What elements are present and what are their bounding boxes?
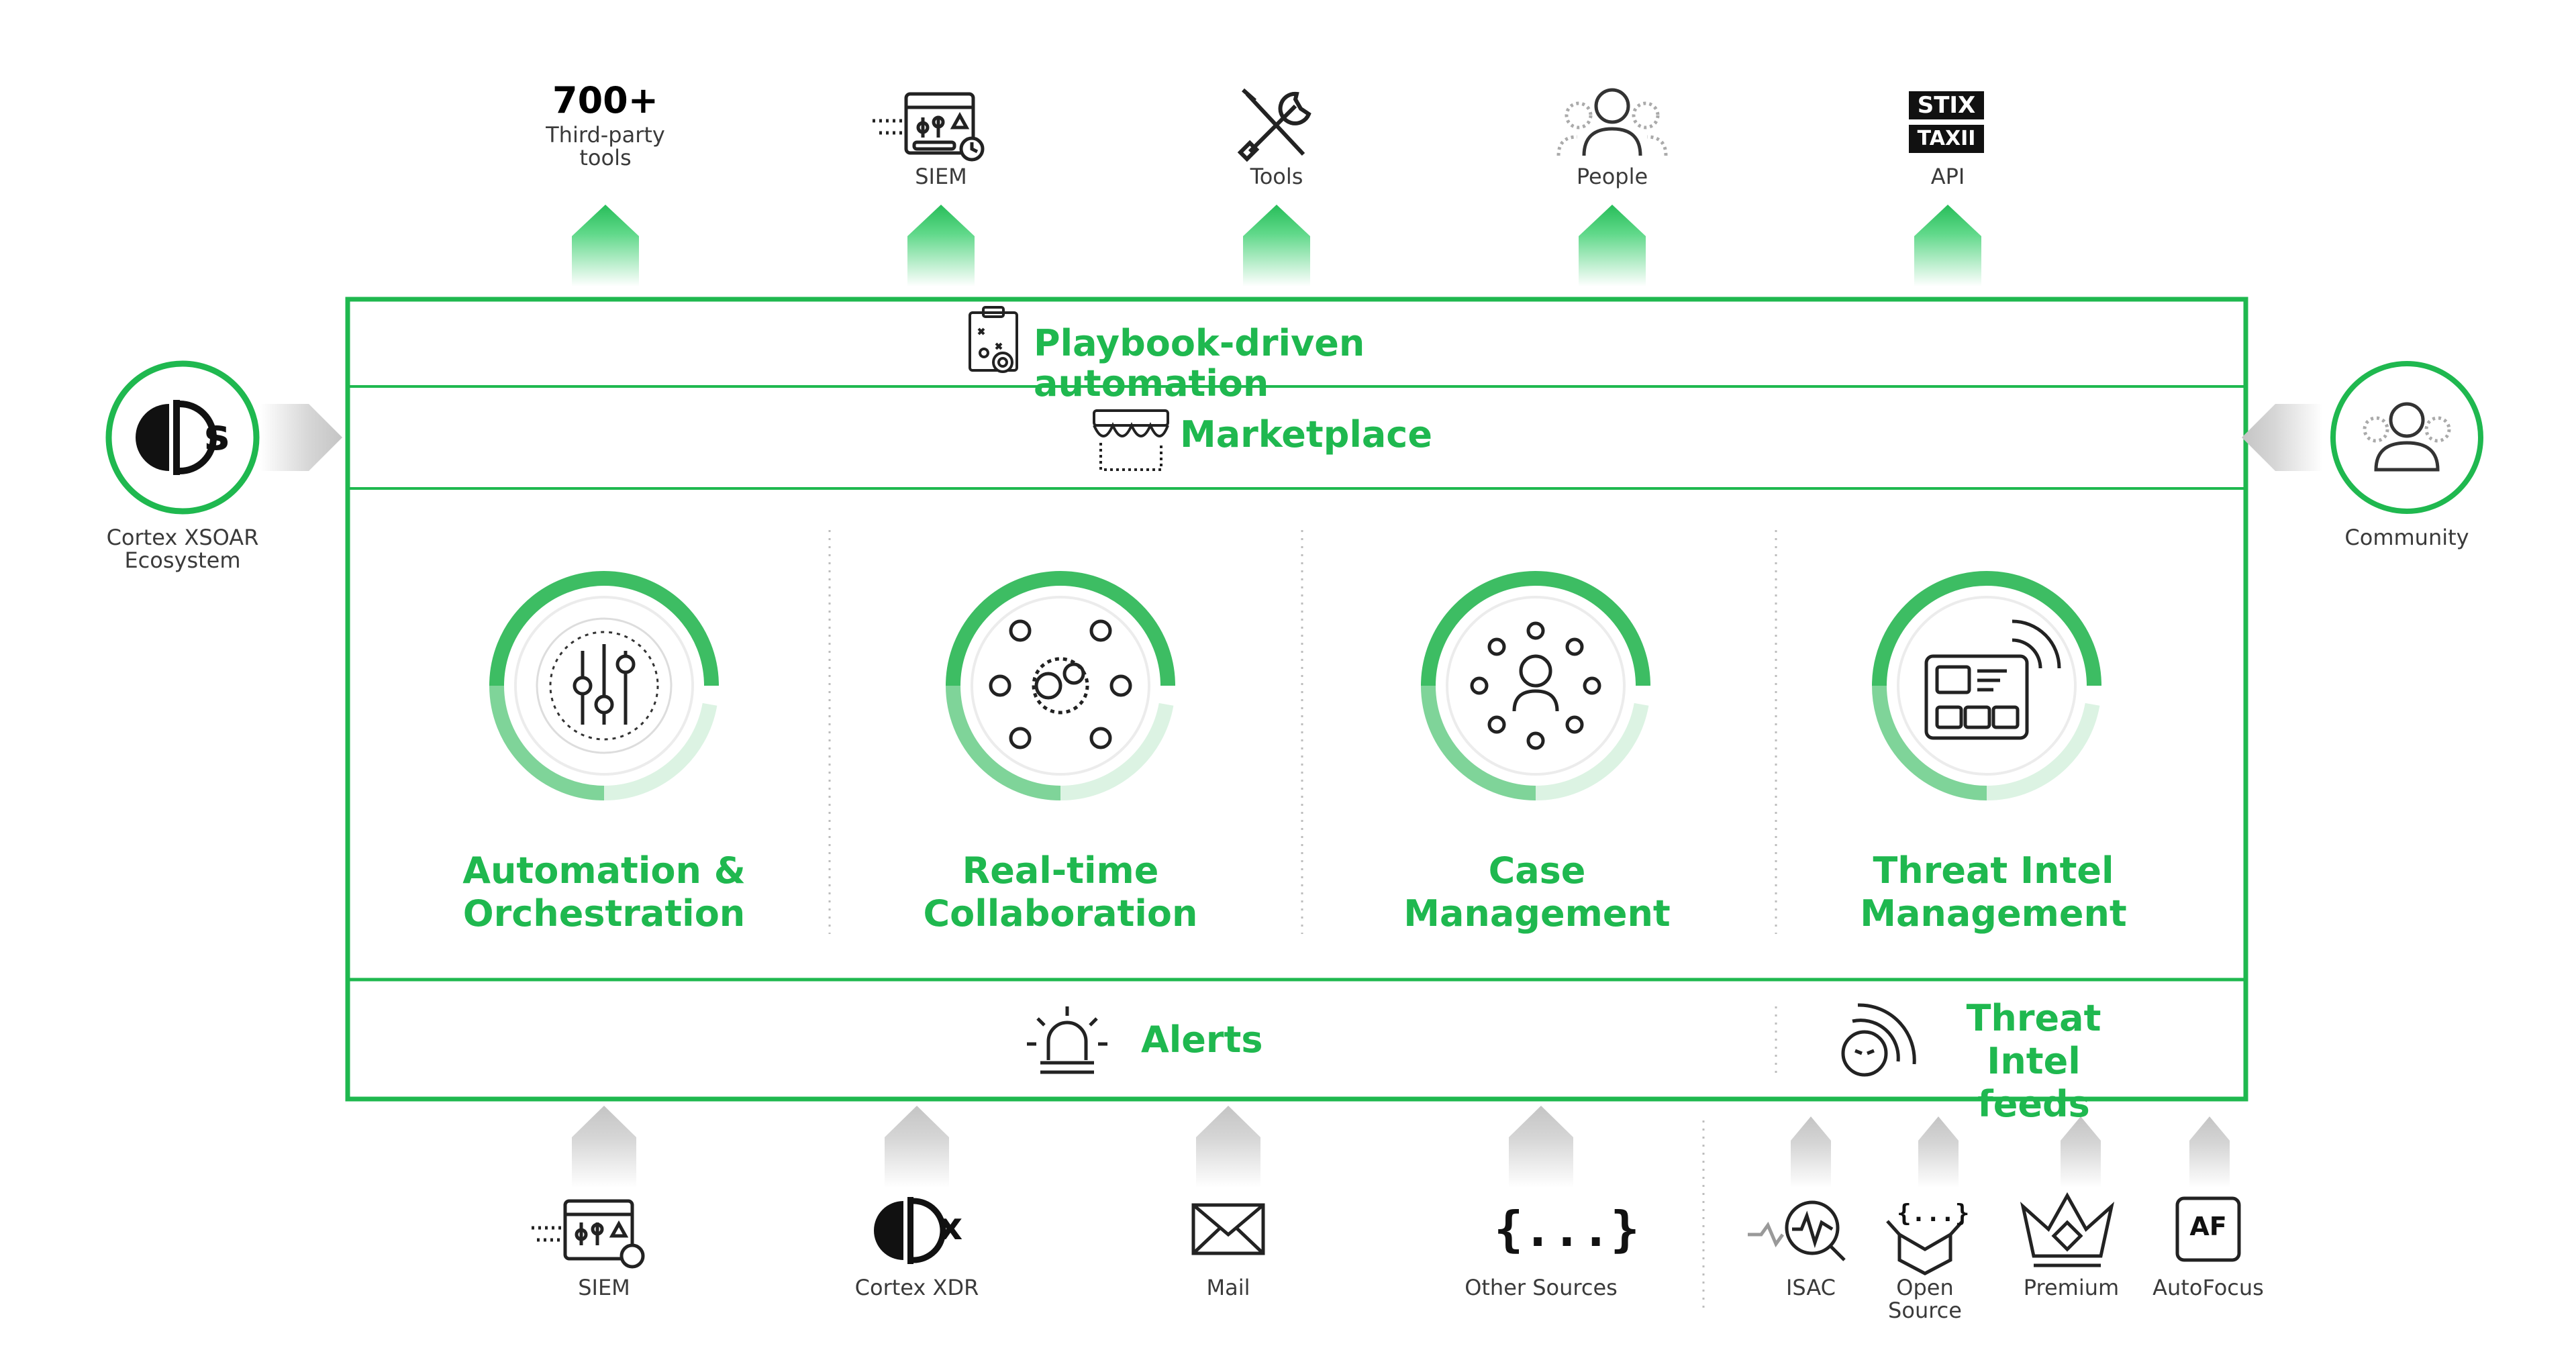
siem-bottom-icon	[532, 1199, 645, 1269]
output-arrow	[1914, 205, 1981, 286]
playbook-title: Playbook-driven automation	[1034, 322, 1365, 405]
pillar-ring-arc	[1535, 702, 1649, 800]
pillar-ring-arc	[1421, 571, 1650, 686]
pillar-ring-arc	[1872, 685, 1987, 800]
dashboard-signal-icon	[1924, 619, 2061, 740]
autofocus-af-text: AF	[2189, 1212, 2227, 1241]
cortex-xdr-x-letter: x	[938, 1205, 963, 1249]
other-sources-label: Other Sources	[1465, 1275, 1618, 1300]
pillar-ring-arc	[603, 702, 717, 800]
isac-label: ISAC	[1785, 1275, 1836, 1300]
stix-taxii-icon	[1909, 91, 1984, 153]
clipboard-icon	[969, 306, 1018, 373]
pillar-ring-arc	[489, 571, 719, 686]
pillar-case-title: Case Management	[1403, 849, 1671, 935]
third-party-label: Third-party tools	[546, 122, 665, 170]
alerts-title: Alerts	[1141, 1018, 1263, 1061]
output-arrow	[907, 205, 975, 286]
output-arrow	[1579, 205, 1646, 286]
pillar-inner-ring	[971, 596, 1150, 776]
siem-icon	[873, 92, 985, 162]
node-circle	[105, 360, 260, 515]
cortex-xsoar-node	[105, 360, 260, 515]
sliders-icon	[536, 617, 673, 754]
open-source-label: Open Source	[1888, 1275, 1962, 1323]
siem-bottom-label: SIEM	[578, 1275, 630, 1300]
stix-text: STIX	[1917, 92, 1976, 119]
marketplace-title: Marketplace	[1180, 413, 1432, 456]
threat-feeds-title: Threat Intel feeds	[1966, 997, 2101, 1125]
isac-icon	[1748, 1200, 1846, 1261]
cortex-xdr-icon	[874, 1197, 946, 1264]
storefront-icon	[1093, 409, 1169, 471]
people-icon	[1556, 88, 1668, 156]
gears-network-icon	[989, 619, 1132, 749]
input-arrow	[1791, 1116, 1831, 1188]
xsoar-logo-icon	[136, 404, 169, 471]
input-arrow	[572, 1106, 636, 1188]
premium-label: Premium	[2023, 1275, 2120, 1300]
pillar-inner-ring	[514, 596, 694, 776]
open-box-icon	[1886, 1220, 1964, 1275]
output-arrow	[1243, 205, 1310, 286]
api-label: API	[1930, 164, 1965, 189]
siem-top-label: SIEM	[915, 164, 967, 189]
xsoar-s-letter: s	[203, 411, 230, 460]
community-people-icon	[2363, 402, 2451, 472]
mail-label: Mail	[1206, 1275, 1250, 1300]
tools-label: Tools	[1250, 164, 1303, 189]
input-arrow	[2189, 1116, 2230, 1188]
open-source-braces: {...}	[1897, 1200, 1970, 1227]
input-arrow	[1196, 1106, 1260, 1188]
pillar-ring-arc	[1421, 685, 1536, 800]
pillar-inner-ring	[1897, 596, 2077, 776]
pillar-ring-arc	[489, 685, 605, 800]
person-network-icon	[1470, 621, 1601, 750]
pillar-collaboration-title: Real-time Collaboration	[923, 849, 1198, 935]
bottom-arrows	[572, 1106, 2230, 1188]
people-label: People	[1576, 164, 1648, 189]
pillar-inner-ring	[1446, 596, 1626, 776]
pillar-rings	[489, 571, 2101, 800]
pillar-threat-intel-title: Threat Intel Management	[1860, 849, 2127, 935]
third-party-count: 700+	[552, 79, 658, 121]
cortex-xdr-label: Cortex XDR	[854, 1275, 979, 1300]
crown-icon	[2020, 1192, 2115, 1267]
top-arrows	[572, 205, 1981, 286]
pillar-ring-arc	[1060, 702, 1174, 800]
pillar-automation-title: Automation & Orchestration	[462, 849, 746, 935]
mail-icon	[1191, 1203, 1265, 1255]
feed-signal-icon	[1841, 1003, 1916, 1077]
input-arrow	[885, 1106, 949, 1188]
input-arrow	[1509, 1106, 1573, 1188]
pillar-ring-arc	[1986, 702, 2100, 800]
autofocus-label: AutoFocus	[2152, 1275, 2264, 1300]
wrench-screwdriver-icon	[1237, 88, 1311, 162]
taxii-text: TAXII	[1917, 127, 1976, 150]
community-node	[2330, 361, 2483, 514]
community-arrow	[2242, 404, 2322, 471]
pillar-ring-arc	[946, 571, 1175, 686]
output-arrow	[572, 205, 639, 286]
pillar-ring-arc	[946, 685, 1061, 800]
platform-frame	[345, 297, 2248, 1102]
community-label: Community	[2344, 525, 2469, 550]
ecosystem-arrow	[260, 404, 342, 471]
input-arrow	[1918, 1116, 1959, 1188]
autofocus-icon	[2175, 1196, 2241, 1262]
braces-icon: {...}	[1494, 1201, 1640, 1257]
pillar-ring-arc	[1872, 571, 2101, 686]
alarm-icon	[1027, 1006, 1107, 1074]
xsoar-ecosystem-label: Cortex XSOAR Ecosystem	[106, 525, 259, 573]
input-arrow	[2061, 1116, 2101, 1188]
